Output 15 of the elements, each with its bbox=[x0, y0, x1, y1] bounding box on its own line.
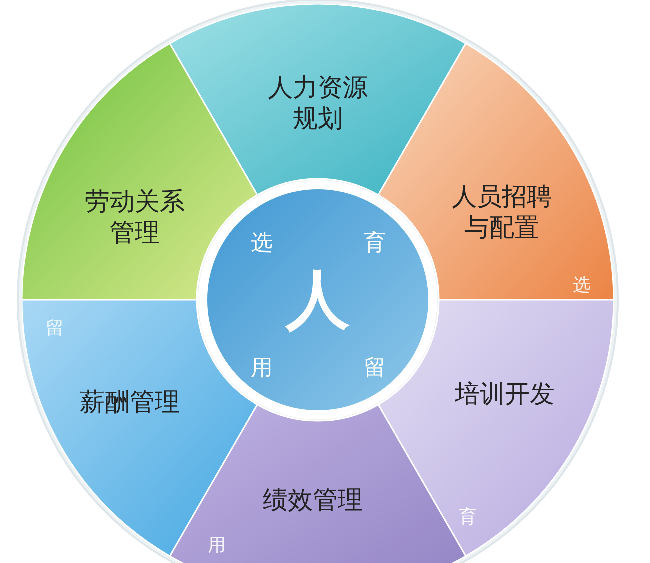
segment-label: 薪酬管理 bbox=[79, 386, 181, 418]
segment-label: 绩效管理 bbox=[262, 484, 364, 516]
center-label: 选 bbox=[251, 230, 273, 258]
center-label: 留 bbox=[364, 355, 386, 383]
segment-tag: 留 bbox=[46, 316, 64, 340]
segment-tag: 用 bbox=[208, 533, 226, 557]
center-character: 人 bbox=[286, 262, 350, 340]
segment-tag: 育 bbox=[459, 505, 477, 529]
segment-label: 人员招聘与配置 bbox=[451, 180, 553, 244]
segment-label: 培训开发 bbox=[454, 378, 556, 410]
segment-label: 劳动关系管理 bbox=[84, 186, 186, 248]
center-label: 用 bbox=[251, 355, 273, 383]
center-label: 育 bbox=[364, 230, 386, 258]
segment-label: 人力资源规划 bbox=[267, 72, 369, 134]
segment-tag: 选 bbox=[573, 273, 591, 297]
